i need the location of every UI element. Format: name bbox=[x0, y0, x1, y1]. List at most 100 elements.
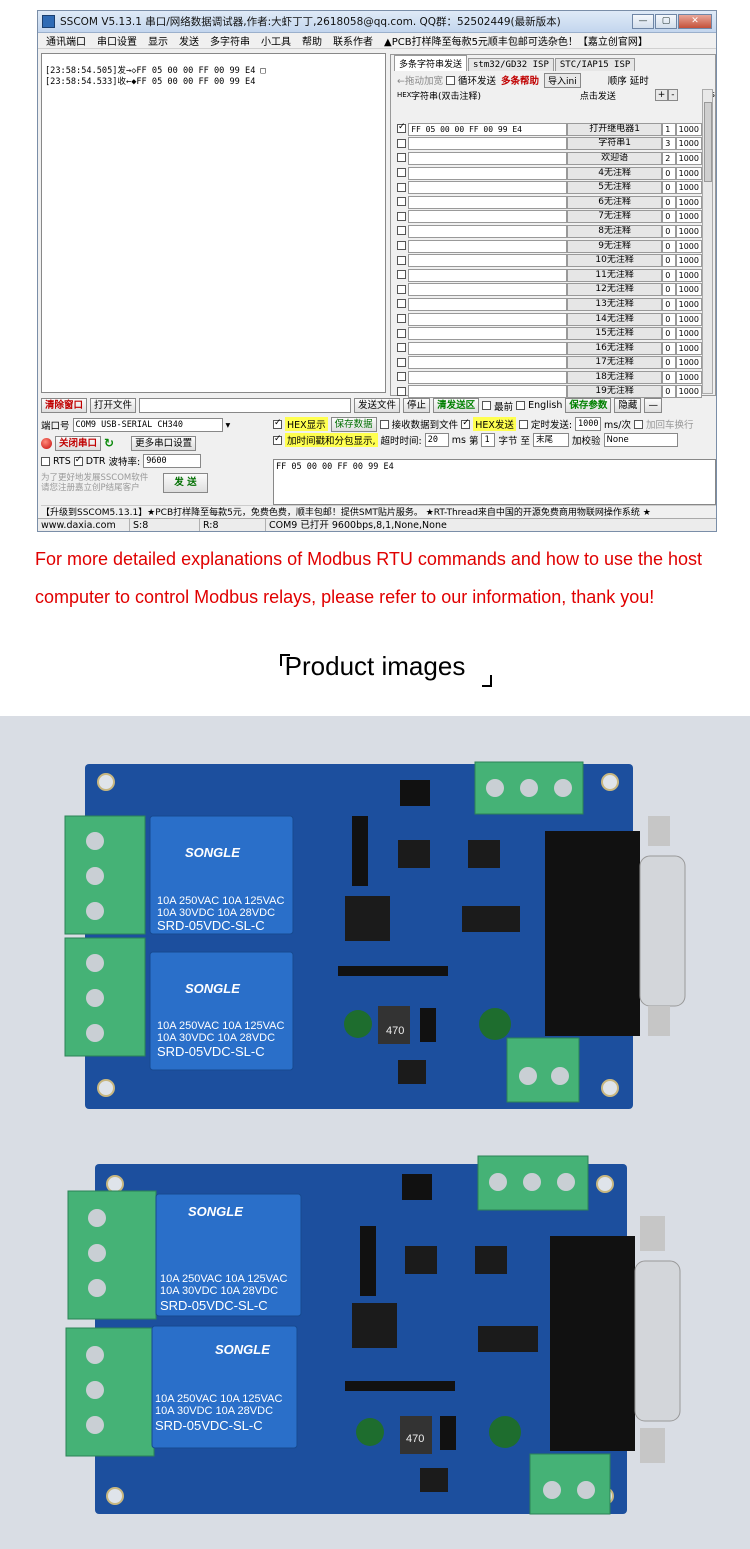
row-order-input[interactable]: 0 bbox=[662, 341, 676, 355]
row-hex-checkbox[interactable] bbox=[397, 314, 406, 324]
row-send-button[interactable]: 15无注释 bbox=[567, 327, 663, 341]
row-order-input[interactable]: 0 bbox=[662, 166, 676, 180]
row-delay-input[interactable]: 1000 bbox=[675, 151, 702, 165]
row-order-input[interactable]: 0 bbox=[662, 312, 676, 326]
row-string-input[interactable] bbox=[408, 370, 568, 384]
receive-area[interactable]: [23:58:54.505]发→◇FF 05 00 00 FF 00 99 E4… bbox=[41, 53, 386, 393]
row-order-input[interactable]: 0 bbox=[662, 385, 676, 399]
row-string-input[interactable] bbox=[408, 385, 568, 399]
row-string-input[interactable] bbox=[408, 151, 568, 165]
row-string-input[interactable] bbox=[408, 254, 568, 268]
clear-window-button[interactable]: 清除窗口 bbox=[41, 398, 88, 413]
row-string-input[interactable] bbox=[408, 137, 568, 151]
row-delay-input[interactable]: 1000 bbox=[675, 283, 702, 297]
row-delay-input[interactable]: 1000 bbox=[675, 254, 702, 268]
row-hex-checkbox[interactable] bbox=[397, 182, 406, 192]
file-path-input[interactable] bbox=[139, 398, 352, 413]
row-hex-checkbox[interactable] bbox=[397, 241, 406, 251]
row-string-input[interactable] bbox=[408, 312, 568, 326]
row-send-button[interactable]: 欢迎语 bbox=[567, 151, 663, 165]
recv-to-file-checkbox[interactable] bbox=[379, 419, 389, 429]
menu-serial-settings[interactable]: 串口设置 bbox=[97, 37, 137, 48]
row-order-input[interactable]: 0 bbox=[662, 224, 676, 238]
multi-help-button[interactable]: 多条帮助 bbox=[500, 76, 539, 87]
close-port-button[interactable]: 关闭串口 bbox=[55, 435, 102, 451]
row-send-button[interactable]: 8无注释 bbox=[567, 224, 663, 238]
row-send-button[interactable]: 9无注释 bbox=[567, 239, 663, 253]
row-string-input[interactable] bbox=[408, 195, 568, 209]
row-send-button[interactable]: 14无注释 bbox=[567, 312, 663, 326]
row-hex-checkbox[interactable] bbox=[397, 372, 406, 382]
row-delay-input[interactable]: 1000 bbox=[675, 122, 702, 136]
hide-button[interactable]: 隐藏 bbox=[614, 398, 642, 413]
timestamp-checkbox[interactable] bbox=[273, 434, 282, 445]
row-hex-checkbox[interactable] bbox=[397, 343, 406, 353]
send-file-button[interactable]: 发送文件 bbox=[354, 398, 401, 413]
row-send-button[interactable]: 19无注释 bbox=[567, 385, 663, 399]
chevron-down-icon[interactable]: ▾ bbox=[225, 419, 231, 431]
row-string-input[interactable] bbox=[408, 341, 568, 355]
row-delay-input[interactable]: 1000 bbox=[675, 268, 702, 282]
row-string-input[interactable] bbox=[408, 297, 568, 311]
row-send-button[interactable]: 16无注释 bbox=[567, 341, 663, 355]
drag-widen-label[interactable]: ←拖动加宽 bbox=[397, 76, 443, 87]
row-string-input[interactable] bbox=[408, 356, 568, 370]
scroll-thumb[interactable] bbox=[704, 102, 712, 182]
row-delay-input[interactable]: 1000 bbox=[675, 210, 702, 224]
row-delay-input[interactable]: 1000 bbox=[675, 239, 702, 253]
row-order-input[interactable]: 0 bbox=[662, 254, 676, 268]
row-order-input[interactable]: 3 bbox=[662, 137, 676, 151]
timed-send-input[interactable]: 1000 bbox=[575, 417, 602, 431]
row-send-button[interactable]: 打开继电器1 bbox=[567, 122, 663, 136]
byte-to-select[interactable]: 末尾 bbox=[533, 433, 569, 447]
baud-select[interactable]: 9600 bbox=[143, 454, 202, 468]
row-send-button[interactable]: 10无注释 bbox=[567, 254, 663, 268]
row-hex-checkbox[interactable] bbox=[397, 168, 406, 178]
multi-scrollbar[interactable] bbox=[702, 89, 713, 394]
row-send-button[interactable]: 4无注释 bbox=[567, 166, 663, 180]
timed-send-checkbox[interactable] bbox=[518, 419, 528, 429]
collapse-button[interactable]: — bbox=[644, 398, 662, 413]
row-send-button[interactable]: 12无注释 bbox=[567, 283, 663, 297]
row-string-input[interactable] bbox=[408, 283, 568, 297]
row-order-input[interactable]: 2 bbox=[662, 151, 676, 165]
row-send-button[interactable]: 11无注释 bbox=[567, 268, 663, 282]
row-delay-input[interactable]: 1000 bbox=[675, 137, 702, 151]
row-string-input[interactable] bbox=[408, 239, 568, 253]
row-order-input[interactable]: 1 bbox=[662, 122, 676, 136]
open-file-button[interactable]: 打开文件 bbox=[90, 398, 137, 413]
row-delay-input[interactable]: 1000 bbox=[675, 166, 702, 180]
tab-stc-isp[interactable]: STC/IAP15 ISP bbox=[554, 58, 636, 71]
row-delay-input[interactable]: 1000 bbox=[675, 327, 702, 341]
send-button[interactable]: 发 送 bbox=[163, 473, 208, 493]
menu-ad-link[interactable]: ▲PCB打样降至每款5元顺丰包邮可选杂色！【嘉立创官网】 bbox=[384, 37, 648, 48]
row-send-button[interactable]: 6无注释 bbox=[567, 195, 663, 209]
row-string-input[interactable] bbox=[408, 327, 568, 341]
row-order-input[interactable]: 0 bbox=[662, 239, 676, 253]
row-hex-checkbox[interactable] bbox=[397, 357, 406, 367]
clear-send-button[interactable]: 清发送区 bbox=[433, 398, 480, 413]
import-ini-button[interactable]: 导入ini bbox=[544, 72, 581, 88]
row-order-input[interactable]: 0 bbox=[662, 297, 676, 311]
row-hex-checkbox[interactable] bbox=[397, 122, 406, 134]
row-order-input[interactable]: 0 bbox=[662, 268, 676, 282]
row-order-input[interactable]: 0 bbox=[662, 327, 676, 341]
row-delay-input[interactable]: 1000 bbox=[675, 356, 702, 370]
row-string-input[interactable] bbox=[408, 268, 568, 282]
more-settings-button[interactable]: 更多串口设置 bbox=[131, 435, 197, 451]
row-delay-input[interactable]: 1000 bbox=[675, 385, 702, 399]
menu-send[interactable]: 发送 bbox=[179, 37, 199, 48]
ad-ticker[interactable]: 【升级到SSCOM5.13.1】★PCB打样降至每款5元，免费色费，顺丰包邮！提… bbox=[41, 505, 716, 519]
row-hex-checkbox[interactable] bbox=[397, 226, 406, 236]
row-delay-input[interactable]: 1000 bbox=[675, 224, 702, 238]
row-hex-checkbox[interactable] bbox=[397, 328, 406, 338]
status-site[interactable]: www.daxia.com bbox=[38, 519, 130, 531]
refresh-icon[interactable]: ↻ bbox=[104, 436, 115, 450]
row-string-input[interactable] bbox=[408, 181, 568, 195]
topmost-checkbox[interactable] bbox=[482, 401, 492, 410]
row-order-input[interactable]: 0 bbox=[662, 283, 676, 297]
timeout-input[interactable]: 20 bbox=[424, 433, 449, 447]
row-delay-input[interactable]: 1000 bbox=[675, 370, 702, 384]
row-hex-checkbox[interactable] bbox=[397, 153, 406, 163]
send-text-area[interactable]: FF 05 00 00 FF 00 99 E4 bbox=[273, 459, 716, 505]
